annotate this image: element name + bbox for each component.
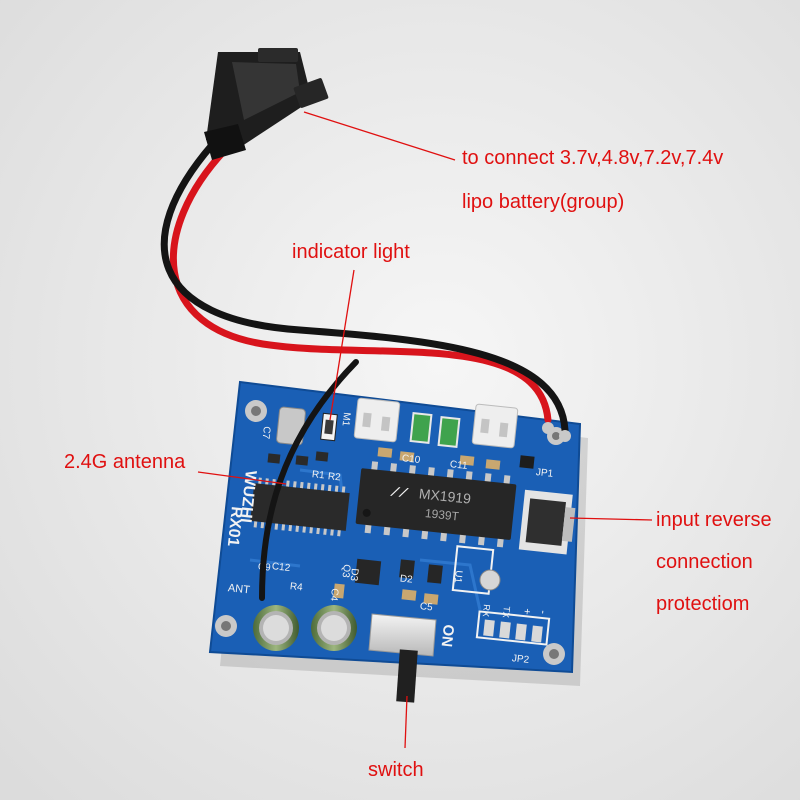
chip-label: MX1919 [418, 485, 472, 506]
pin-header-pads [483, 619, 543, 643]
component-c7: C7 [260, 426, 272, 440]
component-c5: C5 [419, 601, 433, 613]
jp2-silkscreen: JP2 [511, 653, 530, 666]
indicator-led [320, 412, 338, 442]
antenna-wire [259, 359, 359, 601]
capacitor [253, 605, 299, 651]
brand-silkscreen: WUZHI [237, 470, 259, 524]
mount-hole [245, 400, 267, 422]
battery-connector [471, 403, 519, 449]
battery-plug [204, 48, 329, 160]
component-r4: R4 [289, 581, 303, 593]
reverse-protection-annotation-line1: input reverse [656, 509, 772, 531]
mount-hole [543, 643, 565, 665]
slide-switch [368, 613, 437, 703]
antenna-annotation: 2.4G antenna [64, 451, 186, 473]
svg-text:⟋⟋: ⟋⟋ [389, 484, 409, 500]
capacitor [311, 605, 357, 651]
reverse-protection-annotation-line3: protectiom [656, 593, 750, 615]
jp1-silkscreen: JP1 [535, 467, 554, 480]
power-silkscreen: ON [438, 624, 457, 648]
component-c12: C12 [271, 561, 291, 574]
component-c11: C11 [449, 459, 468, 472]
motor-connector [353, 397, 401, 443]
fuse [437, 416, 461, 448]
pin-label-minus: - [537, 610, 549, 615]
component-u1: U1 [452, 570, 464, 584]
battery-annotation-line1: to connect 3.7v,4.8v,7.2v,7.4v [462, 147, 724, 169]
protection-diode [518, 489, 576, 555]
component-c4: C4 [328, 588, 340, 602]
model-silkscreen: RX01 [224, 506, 245, 548]
component-r2: R2 [327, 471, 341, 483]
pin-label-tx: TX [501, 606, 512, 618]
component-d3: D3 [348, 568, 360, 582]
smd-parts [267, 447, 535, 470]
battery-annotation-line2: lipo battery(group) [462, 191, 625, 213]
switch-annotation: switch [368, 759, 424, 781]
annotation-lines [197, 111, 653, 749]
component-q3: Q3 [340, 564, 352, 579]
chip-code: 1939T [424, 506, 460, 524]
reverse-protection-annotation-line2: connection [656, 551, 753, 573]
mount-hole [215, 615, 237, 637]
pin-label-rx: RX [481, 604, 492, 617]
m1-silkscreen: M1 [340, 412, 352, 427]
component-d2: D2 [399, 573, 413, 585]
component-r1: R1 [311, 469, 325, 481]
motor-driver-chip: ⟋⟋ MX1919 1939T [355, 461, 517, 548]
antenna-silkscreen: ANT [227, 582, 250, 596]
pin-label-plus: + [520, 608, 533, 616]
component-c10: C10 [401, 453, 421, 466]
indicator-light-annotation: indicator light [292, 241, 410, 263]
fuse [409, 412, 433, 444]
battery-wires [160, 141, 571, 442]
regulator [333, 558, 501, 605]
